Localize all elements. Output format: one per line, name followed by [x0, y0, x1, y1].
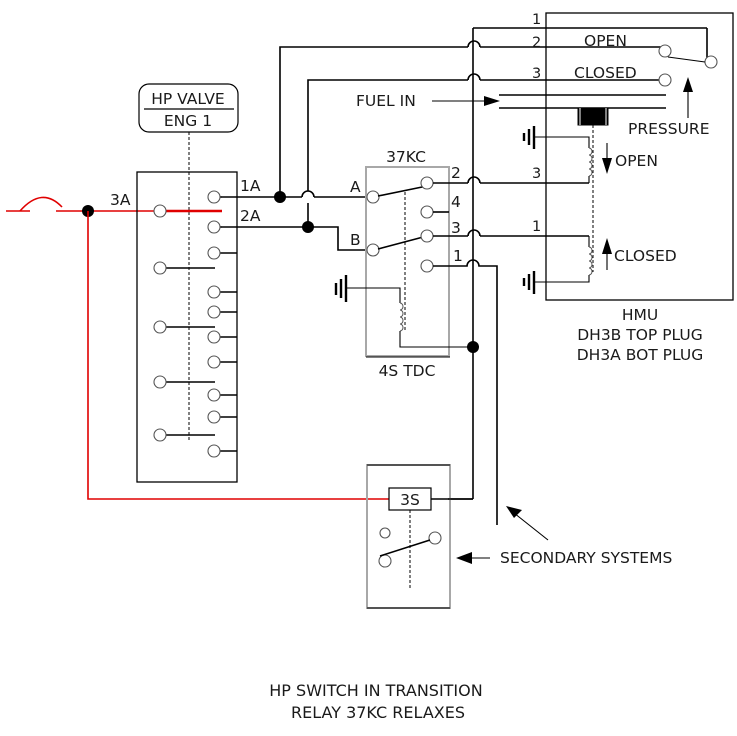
hmu-terminal-common [704, 55, 718, 69]
hmu-pin-3: 3 [532, 66, 541, 82]
relay-terminal-2 [420, 176, 434, 190]
junction-dot-2a [302, 221, 314, 233]
relay-coil [334, 275, 473, 348]
hp-valve-terminal [207, 388, 221, 402]
relay-pin-1: 1 [453, 247, 463, 265]
wire-2a-to-hmu-3 [307, 79, 468, 191]
pressure-label: PRESSURE [628, 120, 710, 138]
hp-valve-switch-box [136, 171, 238, 483]
hmu-title: HMU [622, 306, 658, 324]
hmu-solenoid-pin-3: 3 [532, 166, 541, 182]
secondary-systems-label: SECONDARY SYSTEMS [500, 549, 672, 567]
switch-3s-terminal-common [378, 554, 392, 568]
ground-icon [522, 126, 536, 149]
hp-valve-title: HP VALVE [151, 90, 224, 108]
relay-pin-a: A [350, 178, 361, 196]
pressure-arrow-icon [683, 77, 693, 92]
wire-2a [222, 226, 370, 251]
hmu-pin-2: 2 [532, 35, 541, 51]
hmu-terminal-open [658, 44, 672, 58]
hmu-terminal-closed [658, 73, 672, 87]
relay-37kc-title: 37KC [386, 148, 426, 166]
relay-pin-b: B [350, 231, 361, 249]
relay-terminal-a [366, 190, 380, 204]
hp-valve-contacts [153, 190, 237, 458]
pin-label-3a: 3A [110, 191, 131, 209]
solenoid-open-label: OPEN [615, 152, 658, 170]
diagram-caption-line-2: RELAY 37KC RELAXES [291, 703, 465, 722]
solenoid-closed-label: CLOSED [614, 247, 677, 265]
solenoid-closed-arrow-icon [602, 238, 612, 254]
wire-1a-to-hmu-2 [279, 46, 468, 197]
hp-valve-label: HP VALVE ENG 1 [138, 83, 239, 133]
diagram-caption-line-1: HP SWITCH IN TRANSITION [269, 681, 482, 700]
relay-37kc-subtitle: 4S TDC [379, 362, 436, 380]
hp-valve-terminal [207, 190, 221, 204]
hp-valve-terminal [207, 410, 221, 424]
ground-icon [522, 271, 536, 294]
hp-valve-terminal [207, 220, 221, 234]
solenoid-open-arrow-icon [602, 158, 612, 174]
wire-relay-1-to-secondary [433, 259, 498, 525]
fuel-in-label: FUEL IN [356, 92, 416, 110]
hp-valve-terminal [207, 444, 221, 458]
relay-pin-4: 4 [451, 193, 461, 211]
hmu-box [545, 12, 734, 301]
relay-terminal-b [366, 243, 380, 257]
circuit-breaker [6, 196, 160, 212]
hp-valve-terminal [207, 246, 221, 260]
pin-label-1a: 1A [240, 177, 261, 195]
hmu-piston [577, 107, 609, 126]
relay-terminal-4 [420, 205, 434, 219]
red-feed-to-3s [87, 211, 390, 500]
hmu-plug-bottom: DH3A BOT PLUG [577, 346, 704, 364]
hp-valve-terminal [207, 355, 221, 369]
hmu-solenoid-closed [522, 236, 593, 294]
hmu-plug-top: DH3B TOP PLUG [577, 326, 703, 344]
hmu-pin-1: 1 [532, 12, 541, 28]
pin-label-2a: 2A [240, 207, 261, 225]
hmu-solenoid-open [522, 126, 593, 183]
relay-37kc-box [365, 166, 450, 357]
hmu-switch-closed-label: CLOSED [574, 64, 637, 82]
hp-valve-terminal [207, 285, 221, 299]
secondary-arrow-left-icon [456, 552, 472, 564]
relay-terminal-1 [420, 259, 434, 273]
switch-3s-terminal-no [428, 531, 442, 545]
hp-valve-terminal [207, 305, 221, 319]
relay-pin-2: 2 [451, 164, 461, 182]
switch-3s-terminal-nc [379, 527, 391, 539]
relay-pin-3: 3 [451, 219, 461, 237]
junction-dot-1a [274, 191, 286, 203]
terminal-3a [153, 204, 167, 218]
hp-valve-engine: ENG 1 [164, 112, 212, 130]
hmu-solenoid-pin-1: 1 [532, 219, 541, 235]
switch-3s-label: 3S [400, 491, 420, 509]
hmu-switch-open-label: OPEN [584, 32, 627, 50]
secondary-arrow-up-icon [506, 506, 522, 518]
fuel-in-arrow-icon [484, 96, 500, 106]
relay-terminal-3 [420, 229, 434, 243]
hp-valve-terminal [207, 330, 221, 344]
ground-icon [334, 275, 348, 302]
